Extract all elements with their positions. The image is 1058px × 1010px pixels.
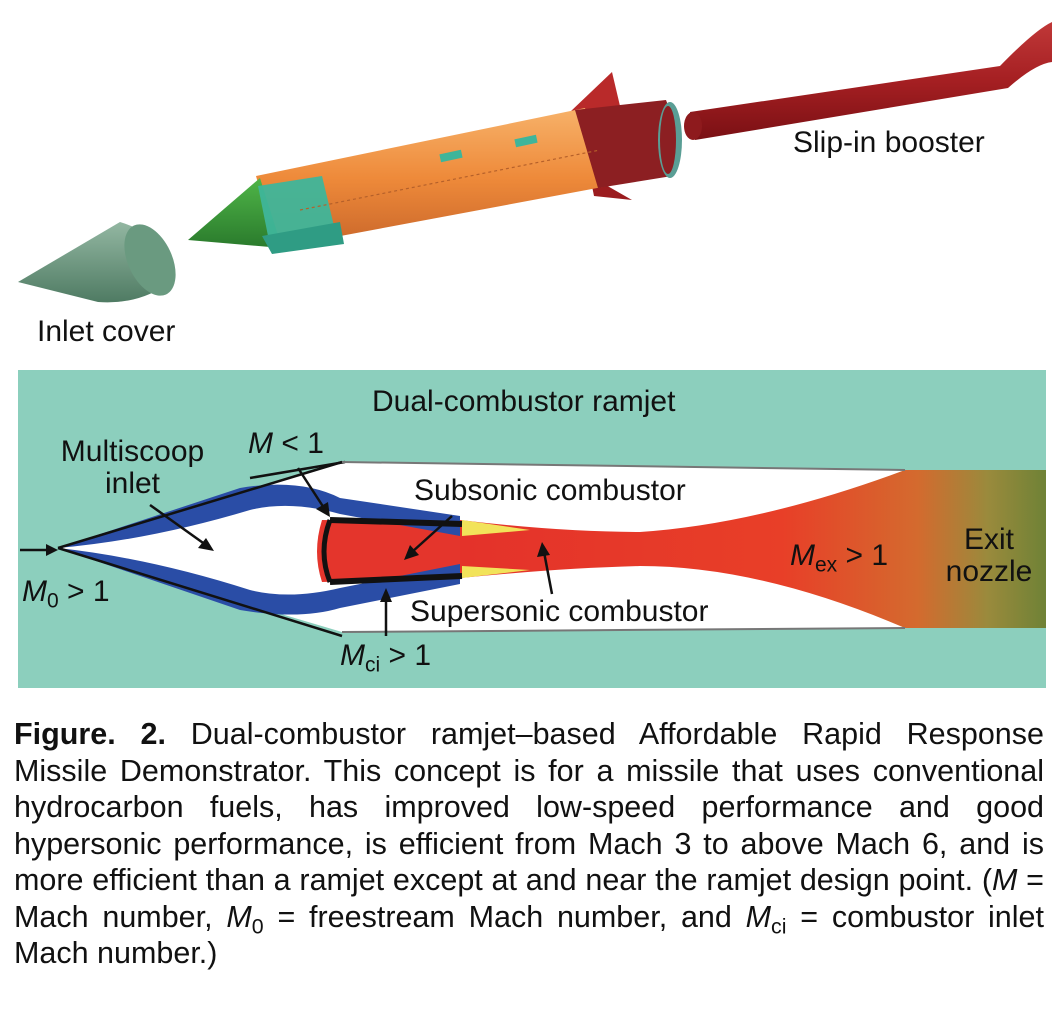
caption-text-1: Dual-combustor ramjet–based Affordable R… [14, 717, 1044, 897]
exit-nozzle-label: Exit nozzle [935, 524, 1043, 588]
mach-condition: < 1 [273, 427, 324, 460]
caption-mci-subscript: ci [771, 913, 787, 938]
m0-condition: > 1 [58, 575, 110, 608]
m0-subscript: 0 [47, 589, 59, 613]
figure-number: Figure. 2. [14, 717, 166, 751]
inlet-cover-shape [18, 222, 176, 303]
mci-condition: > 1 [380, 639, 432, 672]
caption-m0-symbol: M [226, 899, 252, 934]
mex-label: Mex > 1 [790, 539, 889, 576]
slip-in-booster-label: Slip-in booster [793, 126, 985, 159]
ramjet-annotation-arrows [20, 467, 554, 636]
missile-body-shape [188, 72, 682, 254]
caption-mci-symbol: M [745, 899, 772, 934]
caption-text-2: = Mach number, [14, 863, 1044, 934]
m0-label: M0 > 1 [22, 575, 110, 612]
figure-illustration [18, 22, 1052, 688]
multiscoop-inlet-label: Multiscoop inlet [50, 436, 215, 500]
figure-caption: Figure. 2. Dual-combustor ramjet–based A… [14, 716, 1044, 972]
mci-symbol: M [340, 639, 365, 672]
mex-condition: > 1 [837, 539, 889, 572]
supersonic-combustor-label: Supersonic combustor [410, 595, 709, 628]
caption-text-3: = freestream Mach number, and [263, 899, 746, 934]
multiscoop-line1: Multiscoop [60, 435, 205, 468]
mach-symbol: M [248, 427, 273, 460]
ramjet-cross-section [57, 460, 1046, 638]
slip-in-booster-shape [684, 22, 1052, 140]
subsonic-combustor-label: Subsonic combustor [414, 474, 686, 507]
caption-m-symbol: M [992, 863, 1018, 897]
caption-text-4: = combustor inlet Mach number.) [14, 899, 1044, 971]
ramjet-title: Dual-combustor ramjet [372, 385, 676, 418]
caption-m0-subscript: 0 [251, 913, 264, 938]
exit-line2: nozzle [945, 555, 1033, 588]
mci-subscript: ci [365, 653, 381, 677]
exit-line1: Exit [963, 523, 1014, 556]
mach-subsonic-label: M < 1 [248, 428, 324, 460]
mex-subscript: ex [815, 553, 838, 577]
m0-symbol: M [22, 575, 47, 608]
mci-label: Mci > 1 [340, 639, 432, 676]
inlet-cover-label: Inlet cover [37, 315, 176, 348]
mex-symbol: M [790, 539, 815, 572]
multiscoop-line2: inlet [104, 467, 161, 500]
